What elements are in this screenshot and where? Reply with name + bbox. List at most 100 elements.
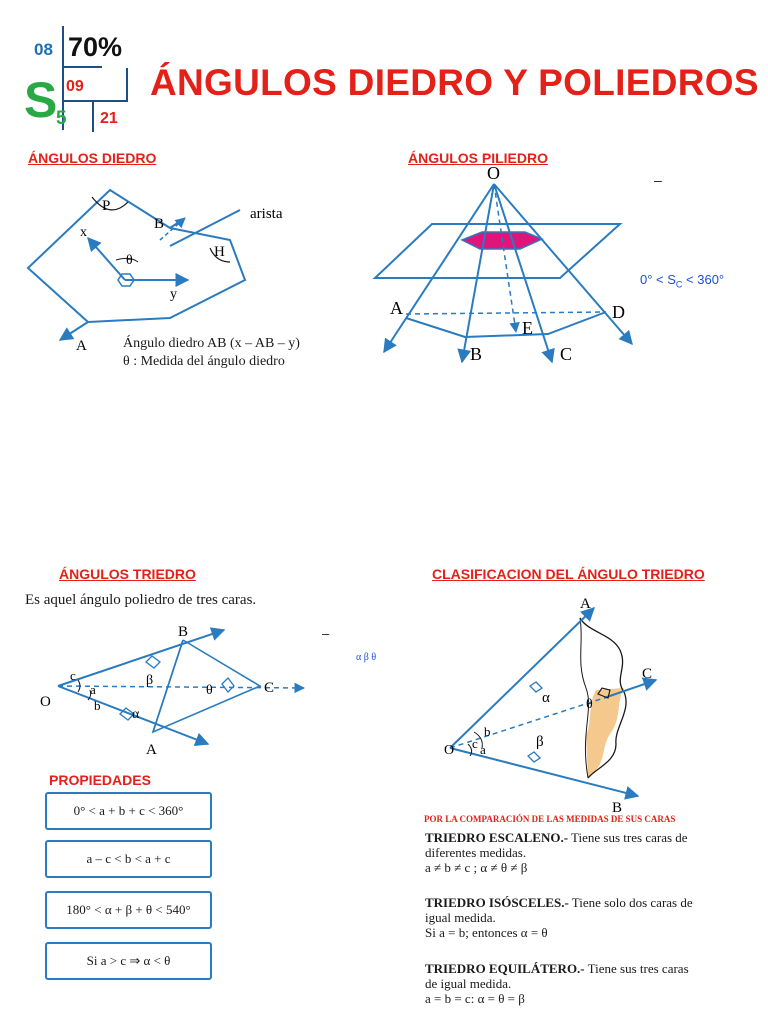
- type-name: TRIEDRO ISÓSCELES.-: [425, 895, 569, 910]
- ray-x: [87, 236, 126, 281]
- edge-od: [493, 183, 633, 346]
- base-back: [405, 311, 607, 315]
- label-o: O: [444, 743, 454, 758]
- arc-h: [209, 247, 231, 263]
- section-heading-clasificacion: CLASIFICACION DEL ÁNGULO TRIEDRO: [432, 566, 705, 582]
- right-angle-mark: [117, 273, 135, 287]
- label-c: C: [560, 344, 572, 364]
- type-name: TRIEDRO ESCALENO.-: [425, 830, 569, 845]
- page-title: ÁNGULOS DIEDRO Y POLIEDROS: [150, 62, 759, 103]
- property-1: 0° < a + b + c < 360°: [73, 803, 184, 818]
- label-p: P: [102, 198, 110, 214]
- ray-oa: [449, 607, 596, 749]
- right-angle-mark-alpha: [119, 707, 135, 721]
- label-a: A: [146, 742, 157, 758]
- triedro-type-isosceles: TRIEDRO ISÓSCELES.- Tiene solo dos caras…: [425, 895, 715, 940]
- section-heading-diedro: ÁNGULOS DIEDRO: [28, 150, 157, 166]
- label-arista: arista: [250, 206, 283, 222]
- label-c: C: [264, 680, 274, 696]
- diedro-edge-dashed: [159, 217, 186, 241]
- label-theta: θ: [586, 697, 593, 712]
- diedro-edge-lower: [58, 321, 89, 341]
- triedro-greek-letters: α β θ: [356, 652, 377, 663]
- base-front: [405, 311, 607, 339]
- formula-part-1: 0° < S: [640, 272, 676, 287]
- formula-subscript: C: [675, 279, 683, 290]
- type-desc-1: Tiene sus tres caras: [584, 961, 689, 976]
- logo-vline-1: [62, 26, 64, 130]
- property-box-3: 180° < α + β + θ < 540°: [45, 891, 212, 929]
- label-b-angle: b: [484, 724, 491, 739]
- label-a: A: [580, 596, 591, 612]
- section-heading-poliedro: ÁNGULOS PILIEDRO: [408, 150, 549, 166]
- arc-theta: [115, 257, 139, 263]
- property-3: 180° < α + β + θ < 540°: [66, 902, 191, 917]
- type-desc-2: de igual medida.: [425, 976, 512, 991]
- label-o: O: [487, 163, 500, 183]
- curved-boundary-inner: [579, 617, 590, 779]
- label-a: A: [390, 298, 403, 318]
- label-alpha: α: [132, 707, 140, 722]
- triedro-description: Es aquel ángulo poliedro de tres caras.: [25, 592, 257, 608]
- label-a-angle: a: [90, 682, 96, 697]
- diedro-face-lower: [87, 227, 247, 323]
- property-2: a – c < b < a + c: [86, 851, 171, 866]
- arc-c: [467, 743, 473, 757]
- label-c: C: [642, 666, 652, 682]
- label-b: B: [178, 624, 188, 640]
- type-desc-1: Tiene sus tres caras de: [568, 830, 688, 845]
- section-heading-propiedades: PROPIEDADES: [49, 772, 151, 788]
- polyhedral-angle-formula: 0° < SC < 360°: [640, 272, 724, 290]
- label-a-angle: a: [480, 742, 486, 757]
- label-c-angle: c: [70, 668, 76, 683]
- right-angle-mark-alpha: [528, 681, 544, 693]
- right-angle-mark-beta: [145, 655, 161, 669]
- edge-ob: [457, 183, 495, 364]
- logo-hline-1: [62, 66, 102, 68]
- label-b: B: [612, 800, 622, 814]
- type-desc-3: Si a = b; entonces α = θ: [425, 925, 548, 940]
- type-desc-3: a ≠ b ≠ c ; α ≠ θ ≠ β: [425, 860, 528, 875]
- right-angle-mark-theta: [221, 677, 235, 693]
- ray-c-ext: [603, 677, 658, 699]
- shaded-face: [586, 688, 624, 778]
- right-angle-mark-beta: [526, 751, 542, 763]
- poliedro-diagram: O A E D B C: [372, 163, 633, 364]
- cutting-plane: [372, 223, 623, 279]
- logo-letter-s: S: [24, 72, 58, 128]
- logo-number-red-mid: 09: [66, 78, 84, 95]
- triedro-dash: –: [322, 626, 330, 641]
- logo-number-red-br: 21: [100, 110, 118, 127]
- triedro-diagram: B β c a b O θ C α A: [40, 624, 306, 758]
- property-box-2: a – c < b < a + c: [45, 840, 212, 878]
- label-x: x: [80, 225, 87, 240]
- label-o: O: [40, 694, 51, 710]
- edge-oa: [383, 183, 495, 354]
- formula-part-2: < 360°: [682, 272, 725, 287]
- label-alpha: α: [542, 690, 550, 706]
- type-name: TRIEDRO EQUILÁTERO.-: [425, 961, 585, 976]
- diedro-caption-2: θ : Medida del ángulo diedro: [123, 354, 285, 369]
- label-h: H: [214, 244, 225, 260]
- property-box-4: Si a > c ⇒ α < θ: [45, 942, 212, 980]
- type-desc-2: diferentes medidas.: [425, 845, 527, 860]
- ray-ob: [449, 747, 640, 800]
- label-theta: θ: [126, 253, 133, 268]
- arc-p: [91, 196, 129, 211]
- triedro-type-equilatero: TRIEDRO EQUILÁTERO.- Tiene sus tres cara…: [425, 961, 715, 1006]
- logo-number-blue: 08: [34, 40, 53, 59]
- logo-hline-2: [62, 100, 128, 102]
- type-desc-2: igual medida.: [425, 910, 496, 925]
- label-beta: β: [146, 673, 153, 688]
- arc-c: [77, 679, 81, 693]
- label-d: D: [612, 302, 625, 322]
- label-beta: β: [536, 734, 544, 750]
- diedro-edge-upper: [169, 219, 183, 229]
- property-box-1: 0° < a + b + c < 360°: [45, 792, 212, 830]
- logo-vline-2: [92, 100, 94, 132]
- label-c-angle: c: [472, 736, 478, 751]
- section-heading-triedro: ÁNGULOS TRIEDRO: [59, 566, 196, 582]
- logo-percentage: 70%: [68, 32, 123, 62]
- ray-ob: [57, 627, 226, 687]
- label-a: A: [76, 338, 87, 354]
